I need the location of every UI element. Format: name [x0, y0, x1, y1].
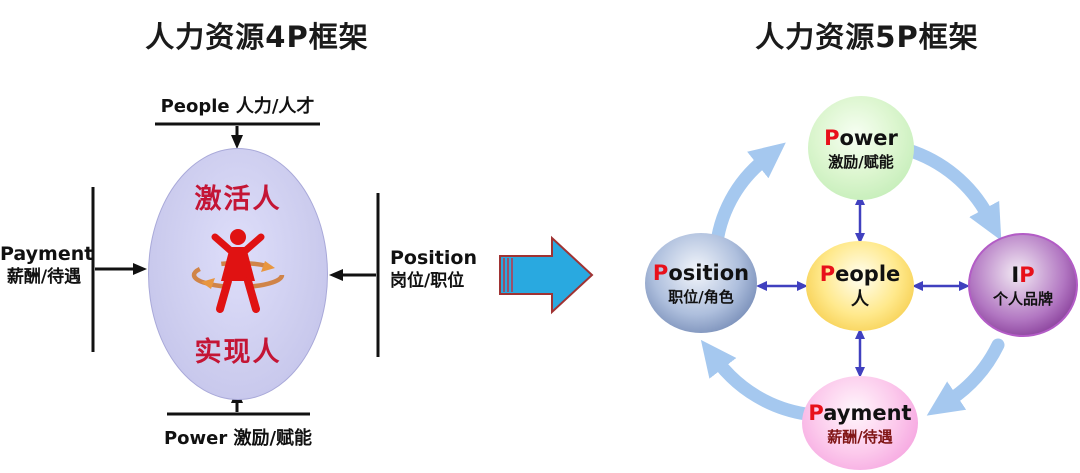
people-axis-label: People 人力/人才	[160, 96, 315, 117]
4p-core-ellipse: 激活人 实现人	[148, 148, 328, 400]
node-people: People 人	[806, 241, 914, 331]
4p-frame-lines	[91, 122, 380, 416]
node-ip-cn: 个人品牌	[992, 290, 1053, 309]
person-figure	[211, 229, 265, 313]
left-title: 人力资源4P框架	[145, 20, 369, 54]
payment-axis-label: Payment 薪酬/待遇	[0, 243, 94, 288]
node-power-en: Power	[824, 125, 898, 150]
power-axis-label: Power 激励/赋能	[163, 428, 313, 449]
cycle-arrow-power-to-ip	[901, 143, 1002, 241]
right-title: 人力资源5P框架	[755, 20, 979, 54]
ellipse-top-text: 激活人	[194, 184, 282, 215]
position-axis-cn: 岗位/职位	[390, 270, 465, 291]
payment-axis-cn: 薪酬/待遇	[6, 266, 82, 287]
node-ip: IP 个人品牌	[968, 233, 1078, 337]
node-power-cn: 激励/赋能	[828, 153, 894, 172]
big-right-arrow	[499, 235, 594, 315]
node-people-cn: 人	[851, 289, 869, 311]
node-position-cn: 职位/角色	[668, 288, 734, 307]
ellipse-bottom-text: 实现人	[194, 337, 282, 368]
rotation-arrowhead-left	[201, 278, 215, 289]
node-ip-en: IP	[1011, 262, 1035, 287]
node-position: Position 职位/角色	[645, 233, 757, 333]
node-payment-cn: 薪酬/待遇	[827, 428, 893, 447]
node-position-en: Position	[652, 260, 750, 285]
node-people-en: People	[819, 261, 901, 286]
position-axis-en: Position	[390, 247, 477, 269]
spinning-person-icon	[191, 229, 285, 313]
position-axis-label: Position 岗位/职位	[390, 247, 482, 292]
cycle-arrow-payment-to-position	[700, 339, 813, 421]
node-payment-en: Payment	[808, 400, 912, 425]
hub-arrows	[756, 194, 970, 378]
node-power: Power 激励/赋能	[808, 96, 914, 200]
payment-axis-en: Payment	[0, 243, 94, 265]
cycle-arrow-ip-to-payment	[926, 338, 1005, 416]
rotation-arrowhead-right	[261, 261, 275, 272]
node-payment: Payment 薪酬/待遇	[802, 376, 918, 470]
